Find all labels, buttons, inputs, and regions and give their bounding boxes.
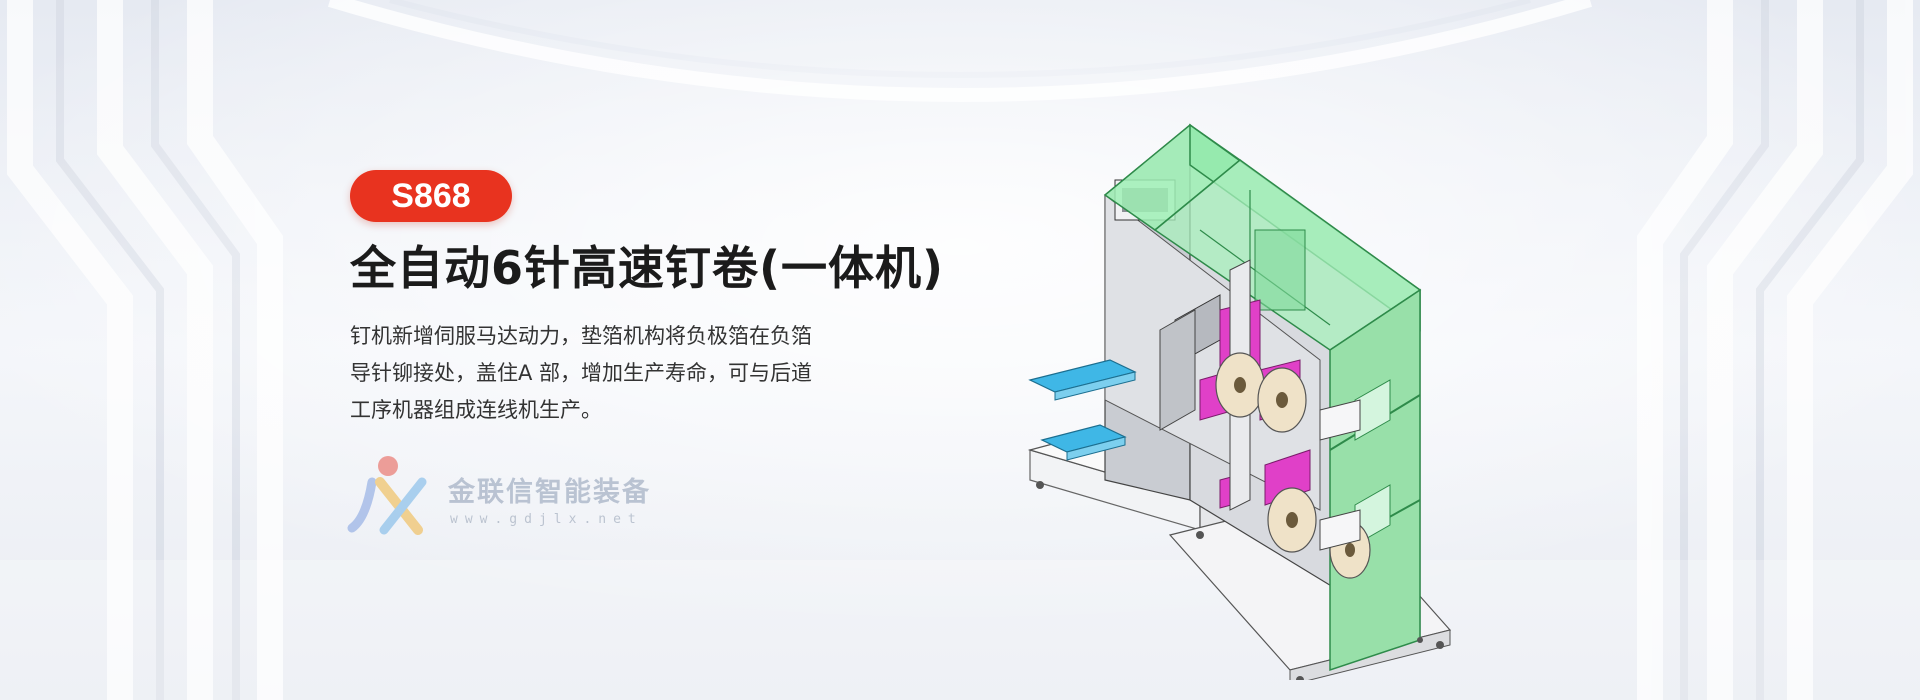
brand-name: 金联信智能装备 [448, 477, 651, 508]
description-line: 导针铆接处，盖住A 部，增加生产寿命，可与后道 [350, 361, 813, 385]
description-line: 工序机器组成连线机生产。 [350, 398, 602, 422]
product-description: 钉机新增伺服马达动力，垫箔机构将负极箔在负箔 导针铆接处，盖住A 部，增加生产寿… [350, 318, 910, 429]
brand-url: www.gdjlx.net [450, 512, 643, 527]
model-badge: S868 [350, 170, 512, 222]
winding-machine-illustration [1027, 123, 1452, 680]
description-line: 钉机新增伺服马达动力，垫箔机构将负极箔在负箔 [350, 324, 812, 348]
brand-logo-icon [347, 456, 427, 535]
product-title: 全自动6针高速钉卷(一体机) [350, 241, 945, 295]
brand-logo: 金联信智能装备 www.gdjlx.net [346, 452, 686, 542]
